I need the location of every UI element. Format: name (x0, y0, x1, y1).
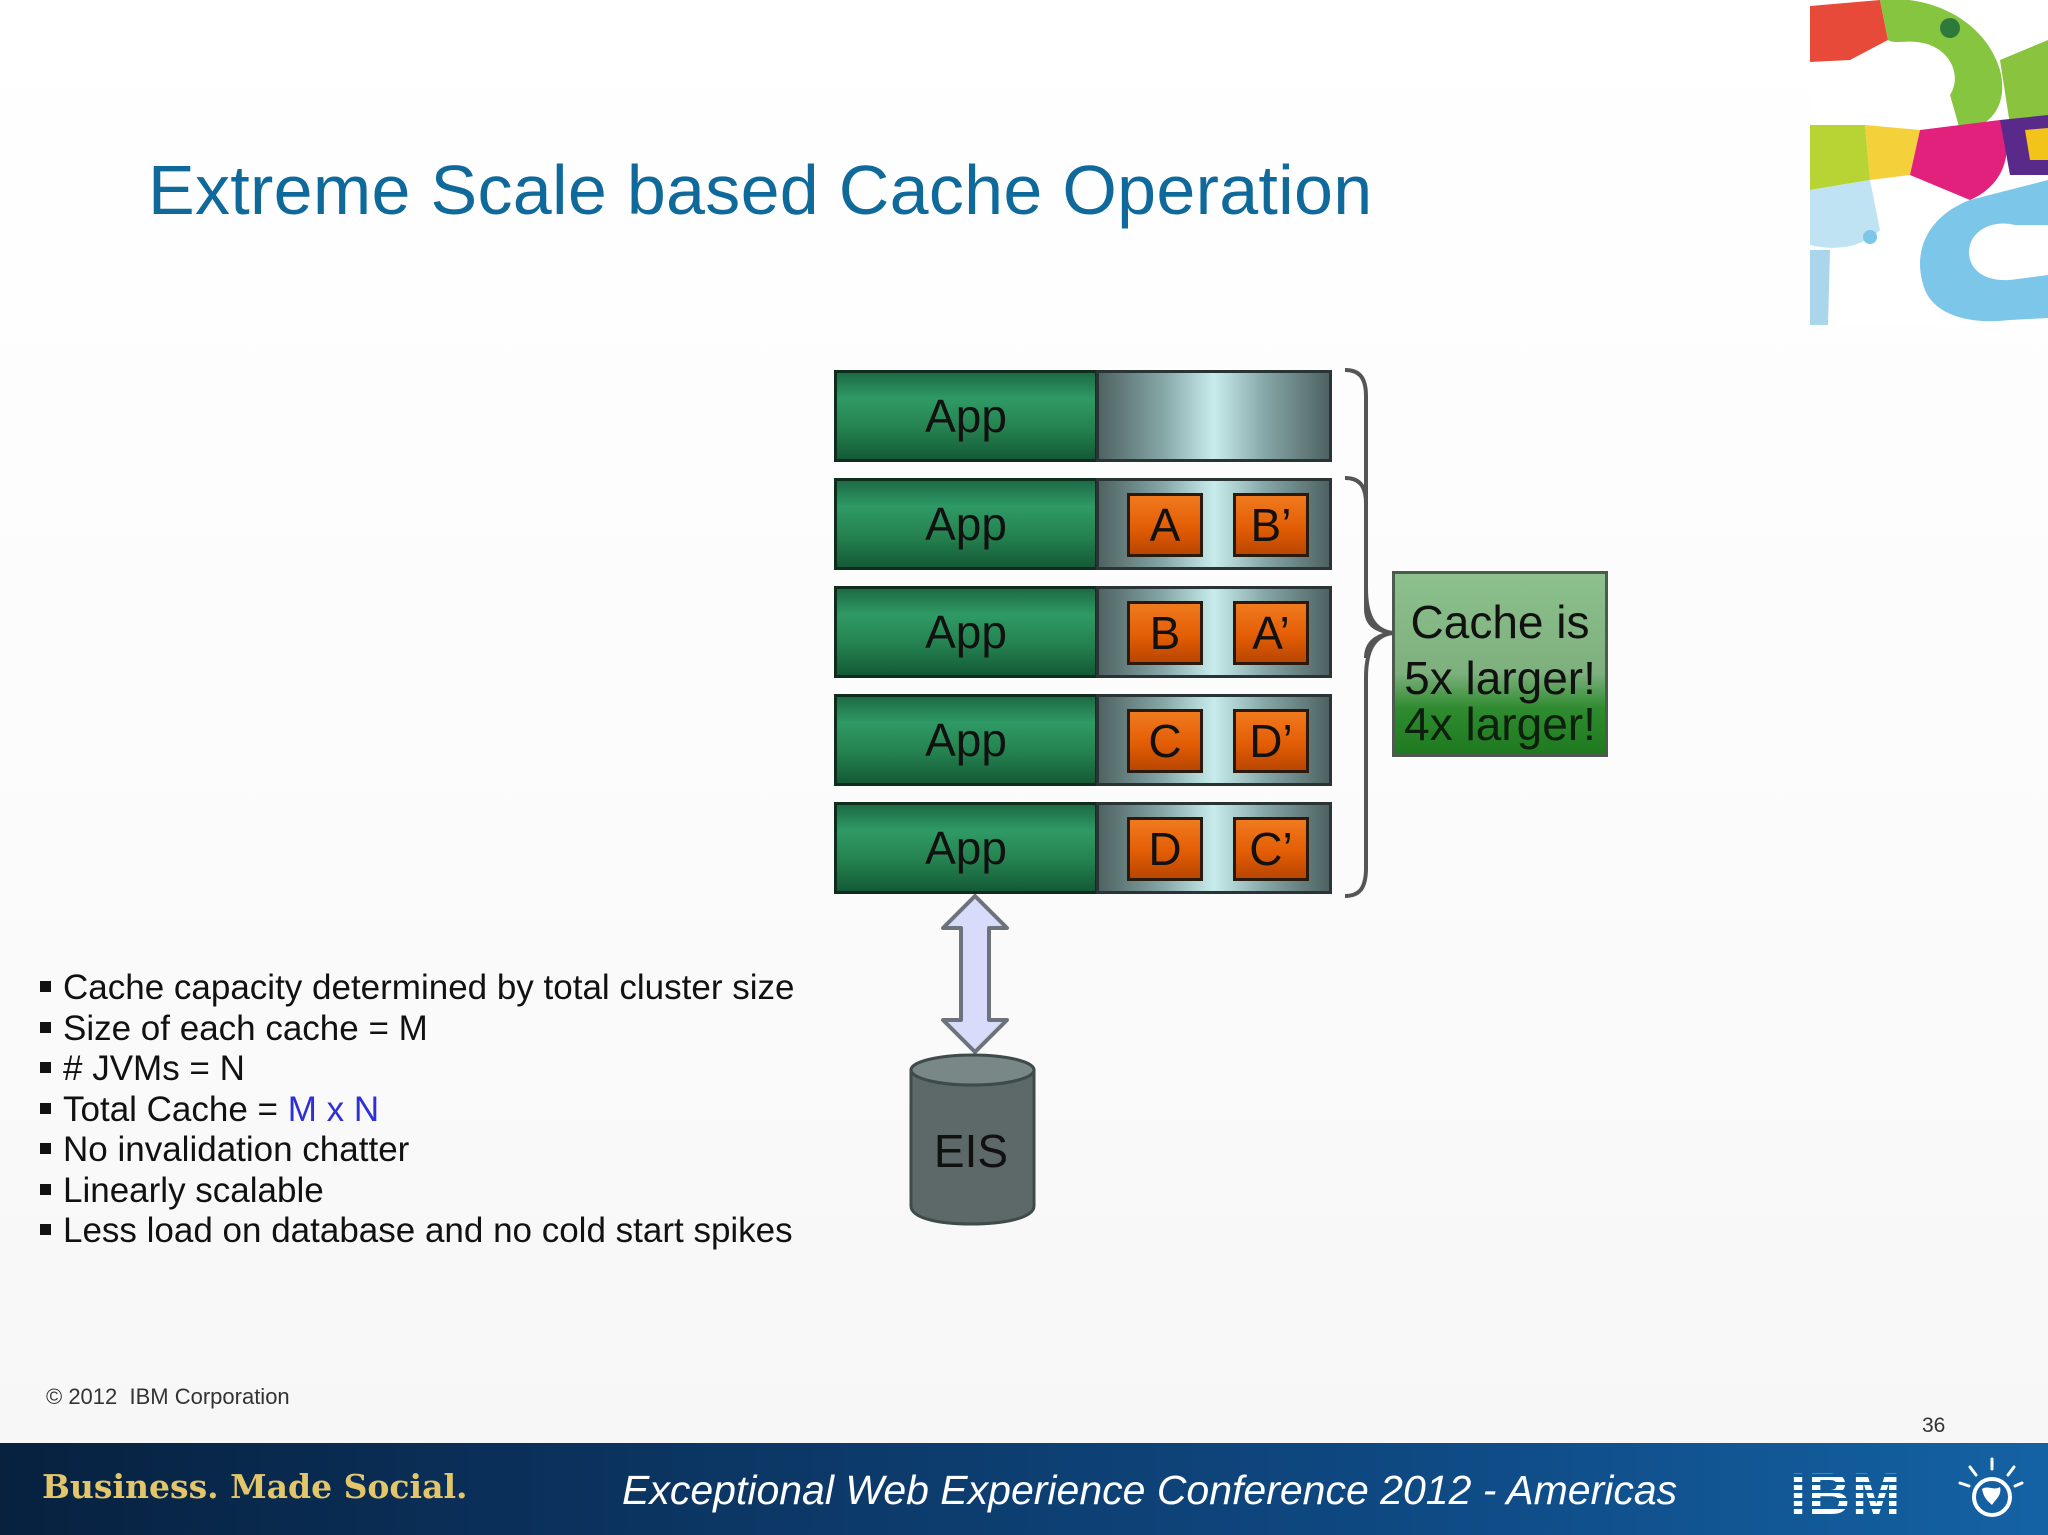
bullet-item: Linearly scalable (36, 1171, 794, 1212)
bullet-item: Total Cache = M x N (36, 1090, 794, 1131)
bullet-list: Cache capacity determined by total clust… (36, 968, 794, 1252)
cache-shard-replica: D’ (1233, 709, 1309, 773)
app-box: App (834, 586, 1098, 678)
callout-text: Cache is 5x larger! (1395, 594, 1605, 706)
ibm-logo: IBM (1790, 1462, 1903, 1527)
bullet-text: Less load on database and no cold start … (63, 1211, 793, 1250)
app-box: App (834, 478, 1098, 570)
cache-shard: B (1127, 601, 1203, 665)
bullet-square-icon (40, 1183, 51, 1195)
bullet-square-icon (40, 1143, 51, 1155)
app-box: App (834, 694, 1098, 786)
bullet-item: Cache capacity determined by total clust… (36, 968, 794, 1009)
bullet-item: No invalidation chatter (36, 1130, 794, 1171)
cluster-row: App (834, 370, 1332, 462)
app-box: App (834, 370, 1098, 462)
bullet-text: Size of each cache = M (63, 1008, 428, 1048)
bullet-item: # JVMs = N (36, 1049, 794, 1090)
cache-region: A B’ (1096, 478, 1332, 570)
callout-line: 5x larger! (1404, 652, 1596, 704)
callout-line: Cache is (1410, 596, 1590, 648)
bullet-text: # JVMs = N (63, 1049, 245, 1088)
cache-shard-replica: B’ (1233, 493, 1309, 557)
cache-region: B A’ (1096, 586, 1332, 678)
slide-title: Extreme Scale based Cache Operation (148, 151, 1373, 229)
bullet-square-icon (40, 1062, 51, 1074)
database-label: EIS (933, 1125, 1009, 1177)
app-box: App (834, 802, 1098, 894)
cache-region: D C’ (1096, 802, 1332, 894)
conference-name: Exceptional Web Experience Conference 20… (622, 1467, 1678, 1513)
cache-shard: C (1127, 709, 1203, 773)
cache-region: C D’ (1096, 694, 1332, 786)
smarter-planet-globe-icon (1958, 1457, 2024, 1517)
bullet-item: Size of each cache = M (36, 1009, 794, 1050)
bullet-square-icon (40, 1021, 51, 1033)
conference-logo-graphic (1810, 0, 2048, 325)
cluster-row: App D C’ (834, 802, 1332, 894)
curly-brace-icon (1344, 368, 1393, 898)
bullet-text: No invalidation chatter (63, 1130, 410, 1169)
bullet-text: Linearly scalable (63, 1170, 324, 1210)
cache-size-callout: 4x larger! Cache is 5x larger! (1392, 571, 1608, 757)
bullet-text: Cache capacity determined by total clust… (63, 968, 795, 1007)
cache-shard-replica: A’ (1233, 601, 1309, 665)
cluster-row: App B A’ (834, 586, 1332, 678)
page-number: 36 (1922, 1414, 1946, 1437)
bullet-item: Less load on database and no cold start … (36, 1211, 794, 1252)
callout-previous-text: 4x larger! (1404, 698, 1596, 750)
double-arrow-icon (941, 894, 1009, 1054)
cache-shard: D (1127, 817, 1203, 881)
copyright-notice: © 2012 IBM Corporation (46, 1384, 290, 1409)
footer-bar: Business. Made Social. Exceptional Web E… (0, 1443, 2048, 1535)
cache-shard: A (1127, 493, 1203, 557)
footer-tagline: Business. Made Social. (42, 1467, 468, 1506)
cluster-row: App A B’ (834, 478, 1332, 570)
bullet-text: Total Cache = (63, 1089, 288, 1129)
cluster-row: App C D’ (834, 694, 1332, 786)
bullet-square-icon (40, 981, 51, 993)
bullet-highlight-text: M x N (287, 1089, 380, 1129)
cache-region (1096, 370, 1332, 462)
cache-shard-replica: C’ (1233, 817, 1309, 881)
bullet-square-icon (40, 1102, 51, 1114)
bullet-square-icon (40, 1224, 51, 1236)
database-icon (909, 1053, 1036, 1226)
